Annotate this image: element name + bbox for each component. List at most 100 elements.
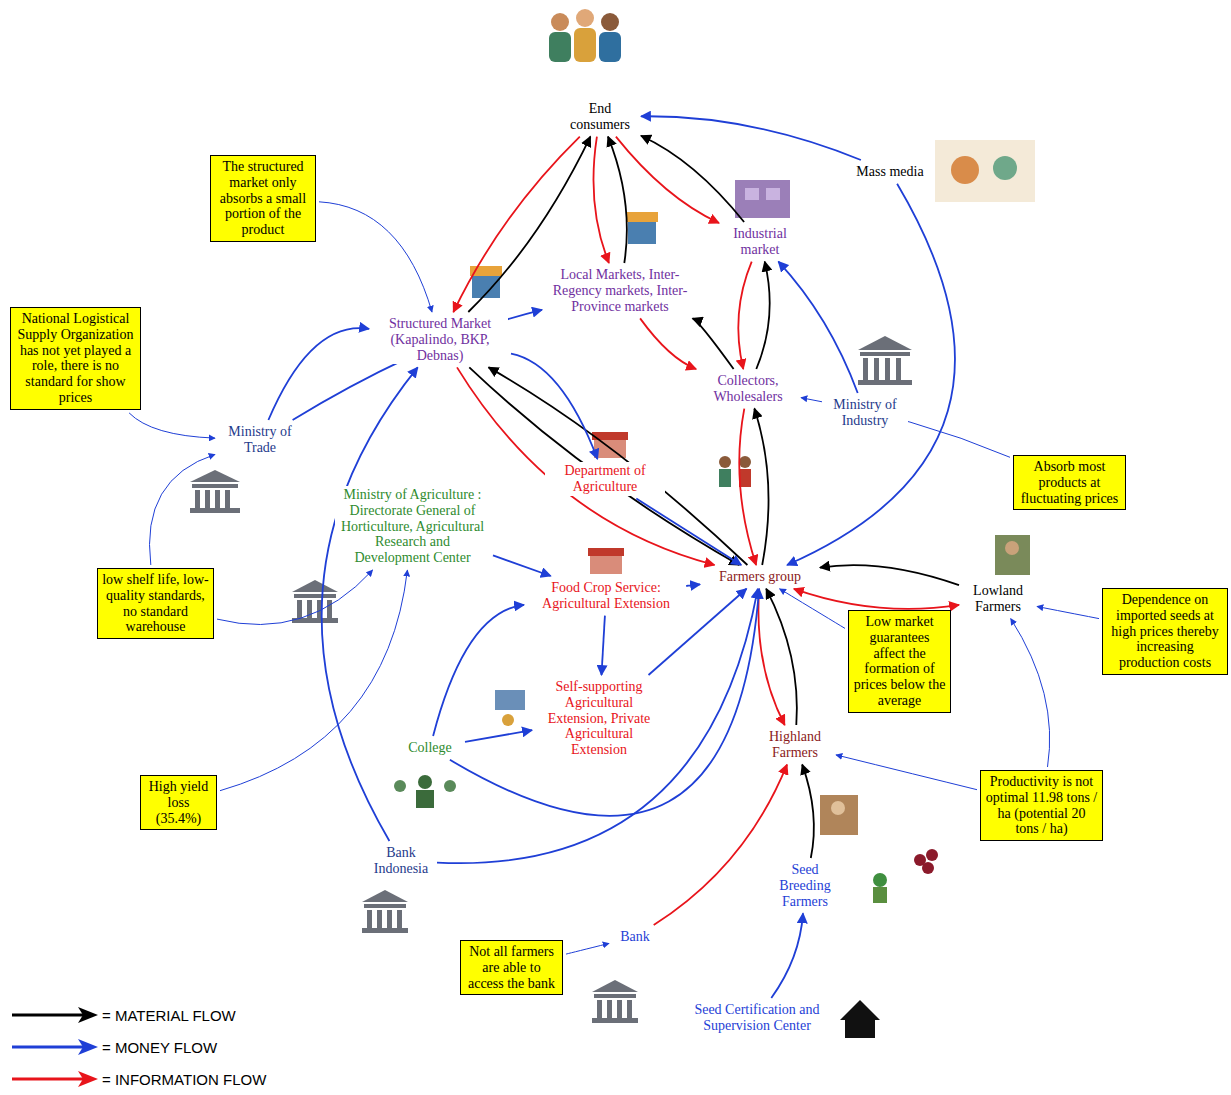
office-icon	[592, 432, 628, 458]
leader-line	[150, 454, 215, 565]
farmer-photo	[820, 795, 858, 835]
farmer-photo	[995, 535, 1030, 575]
actor-label: Collectors, Wholesalers	[698, 372, 798, 406]
callout-text: Low market guarantees affect the formati…	[853, 614, 946, 709]
actor-label: Seed Certification and Supervision Cente…	[686, 1001, 828, 1035]
actor-label: Ministry of Agriculture : Directorate Ge…	[335, 486, 490, 567]
actor-label: Seed Breeding Farmers	[762, 861, 848, 910]
actor-name: Seed Certification and Supervision Cente…	[688, 1002, 826, 1034]
flow-arrow	[322, 367, 418, 841]
actor-label: Ministry of Industry	[822, 396, 908, 430]
actor-name: Collectors, Wholesalers	[700, 373, 796, 405]
legend-row: = MATERIAL FLOW	[8, 1004, 236, 1026]
callout-text: low shelf life, low-quality standards, n…	[102, 572, 209, 635]
callout-box: High yield loss (35.4%)	[140, 775, 217, 830]
college-icon	[394, 775, 456, 808]
flow-arrow	[738, 262, 751, 369]
actor-label: Mass media	[845, 163, 935, 181]
callout-text: The structured market only absorbs a sma…	[215, 159, 311, 238]
actor-name: Mass media	[847, 164, 933, 180]
leader-line	[566, 943, 609, 954]
flow-arrow	[802, 765, 814, 858]
actor-label: Bank Indonesia	[368, 844, 434, 878]
actor-name: Highland Farmers	[759, 729, 831, 761]
actor-label: Bank	[612, 928, 658, 946]
flow-arrow	[608, 137, 627, 263]
actor-name: End consumers	[564, 101, 636, 133]
leader-line	[217, 570, 373, 624]
callout-box: Absorb most products at fluctuating pric…	[1013, 455, 1126, 510]
flow-arrow	[756, 262, 769, 369]
leader-line	[319, 202, 432, 312]
flow-arrow	[457, 367, 715, 565]
legend-row: = MONEY FLOW	[8, 1036, 217, 1058]
actor-label: Industrial market	[722, 225, 798, 259]
callout-box: Not all farmers are able to access the b…	[460, 940, 563, 995]
leader-line	[1011, 619, 1050, 767]
actor-label: Highland Farmers	[757, 728, 833, 762]
flow-arrow	[693, 318, 734, 369]
actor-name: Local Markets, Inter-Regency markets, In…	[547, 267, 693, 314]
legend-arrow-line	[12, 1046, 86, 1049]
legend-arrow-head	[78, 1071, 98, 1087]
office-icon	[588, 548, 624, 574]
media-icon	[935, 140, 1035, 202]
legend-row: = INFORMATION FLOW	[8, 1068, 266, 1090]
flow-arrow	[758, 589, 784, 725]
people-icon	[549, 9, 621, 62]
collectors-icon	[719, 456, 751, 487]
callout-text: Absorb most products at fluctuating pric…	[1018, 459, 1121, 506]
legend-arrow-head	[78, 1007, 98, 1023]
actor-label: Self-supporting Agricultural Extension, …	[535, 678, 663, 759]
flow-arrow	[754, 409, 768, 565]
flow-arrow	[787, 184, 955, 565]
flow-arrow	[268, 328, 369, 420]
building-icon	[292, 580, 338, 623]
actor-label: Local Markets, Inter-Regency markets, In…	[545, 266, 695, 315]
flow-arrow	[739, 409, 756, 565]
flow-arrow	[687, 584, 700, 586]
flow-arrow	[766, 589, 797, 725]
legend-arrow-line	[12, 1014, 86, 1017]
callout-text: Productivity is not optimal 11.98 tons /…	[985, 774, 1098, 837]
callout-box: low shelf life, low-quality standards, n…	[97, 568, 214, 639]
legend-text: = MATERIAL FLOW	[102, 1007, 236, 1024]
flow-arrow	[593, 137, 608, 263]
actor-name: Lowland Farmers	[964, 583, 1032, 615]
seed-center-icon	[840, 1000, 880, 1038]
callout-box: Productivity is not optimal 11.98 tons /…	[980, 770, 1103, 841]
callout-text: Dependence on imported seeds at high pri…	[1107, 592, 1223, 671]
industry-icon	[735, 180, 790, 218]
actor-label: Ministry of Trade	[218, 423, 302, 457]
actor-label: Lowland Farmers	[962, 582, 1034, 616]
flow-arrow	[794, 589, 959, 609]
flow-arrow	[636, 499, 741, 565]
legend-arrow	[8, 1004, 100, 1026]
actor-label: College	[398, 739, 462, 757]
callout-box: Dependence on imported seeds at high pri…	[1102, 588, 1228, 675]
flow-arrow	[640, 318, 696, 369]
flow-arrow	[293, 310, 542, 420]
seed-icon	[873, 849, 938, 903]
flow-arrow	[602, 616, 605, 675]
flow-arrow	[433, 605, 524, 736]
building-icon	[858, 336, 912, 385]
callout-box: Low market guarantees affect the formati…	[848, 610, 951, 713]
flow-arrow	[641, 116, 861, 160]
actor-name: Structured Market (Kapalindo, BKP, Debna…	[374, 316, 506, 363]
flow-arrow	[771, 913, 803, 998]
leader-line	[129, 413, 215, 438]
flow-arrow	[465, 730, 532, 742]
actor-name: Industrial market	[724, 226, 796, 258]
flow-arrow	[511, 354, 598, 459]
building-icon	[190, 470, 240, 513]
leader-line	[220, 570, 407, 791]
flow-arrow	[437, 589, 758, 863]
callout-text: High yield loss (35.4%)	[145, 779, 212, 826]
market-stall-icon	[626, 212, 658, 244]
actor-name: Self-supporting Agricultural Extension, …	[537, 679, 661, 758]
actor-label: Structured Market (Kapalindo, BKP, Debna…	[372, 315, 508, 364]
callout-text: National Logistical Supply Organization …	[15, 311, 136, 406]
actor-name: Ministry of Trade	[220, 424, 300, 456]
